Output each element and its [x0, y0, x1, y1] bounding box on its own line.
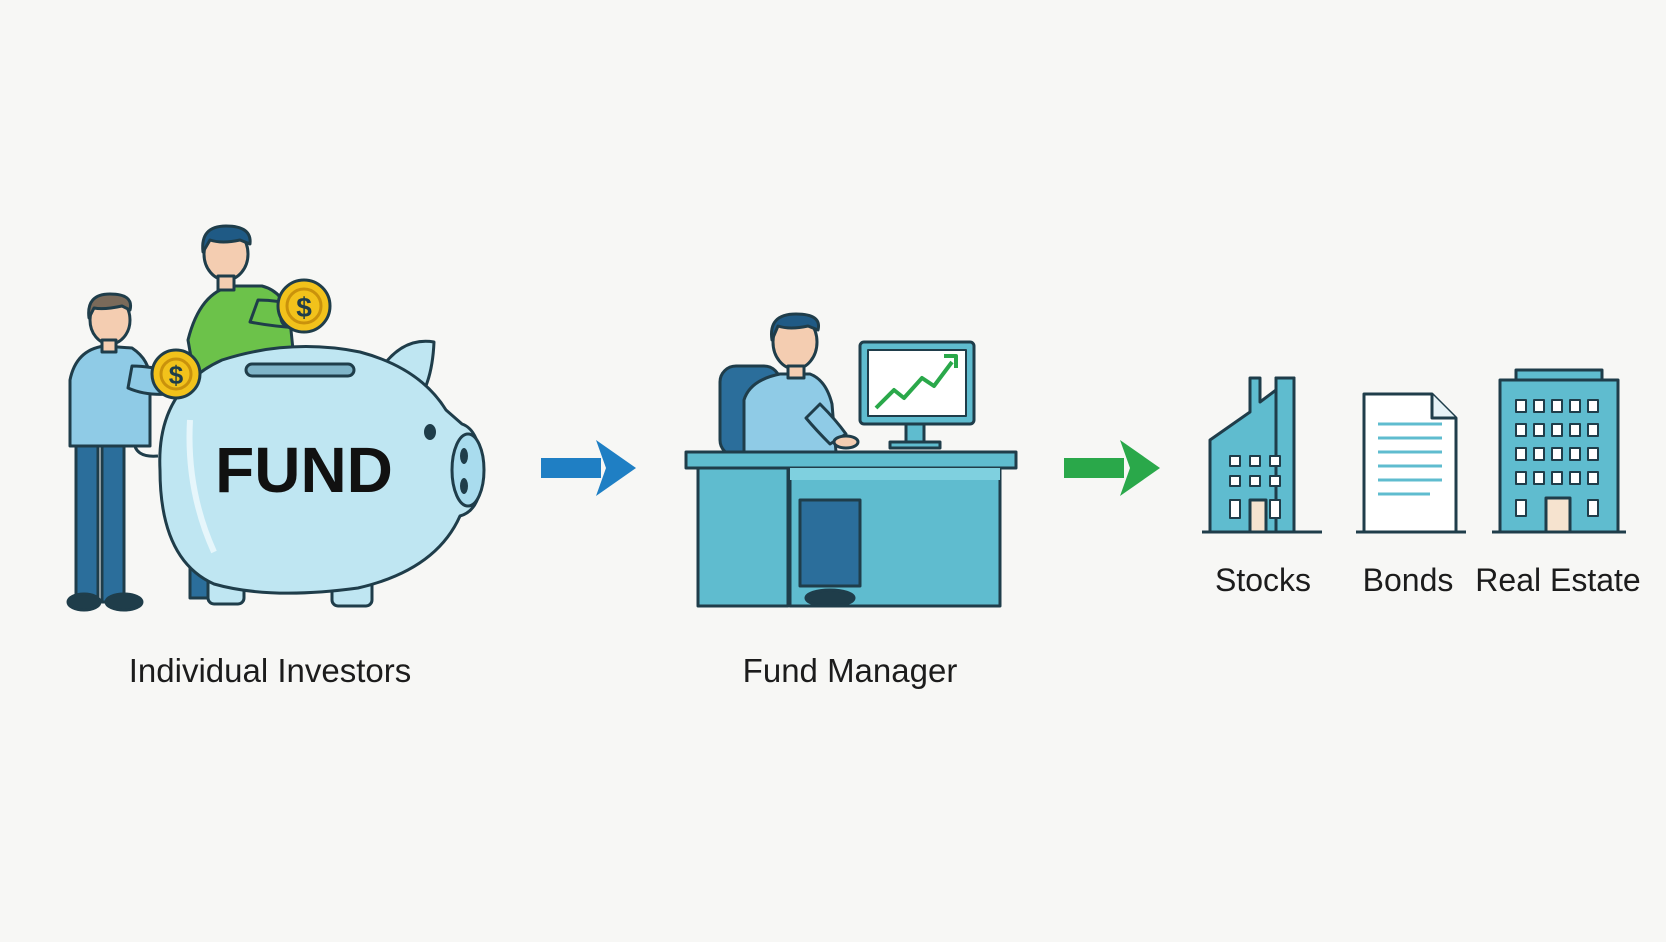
computer-monitor-icon: [858, 340, 976, 450]
investors-group: $: [66, 224, 486, 612]
desk-icon: [684, 450, 1018, 608]
piggy-bank-label: FUND: [215, 434, 393, 506]
fund-manager-label: Fund Manager: [742, 652, 958, 689]
factory-icon: [1202, 376, 1322, 534]
building-icon: [1492, 368, 1626, 534]
svg-text:$: $: [169, 360, 184, 390]
coin-icon: $: [150, 348, 202, 400]
flow-arrow-manager-to-assets: [1064, 440, 1160, 496]
asset-label-real-estate: Real Estate: [1475, 562, 1641, 598]
piggy-bank-icon: [132, 339, 486, 608]
svg-text:$: $: [296, 292, 312, 323]
fund-manager-person-icon: [742, 312, 860, 454]
asset-label-stocks: Stocks: [1214, 562, 1312, 598]
coin-icon: $: [276, 278, 332, 334]
asset-label-bonds: Bonds: [1362, 562, 1454, 598]
investors-label: Individual Investors: [128, 652, 412, 689]
rising-chart-icon: [874, 360, 954, 410]
fund-manager-group: [684, 312, 1018, 608]
document-icon: [1356, 392, 1466, 534]
flow-arrow-investors-to-manager: [541, 440, 636, 496]
